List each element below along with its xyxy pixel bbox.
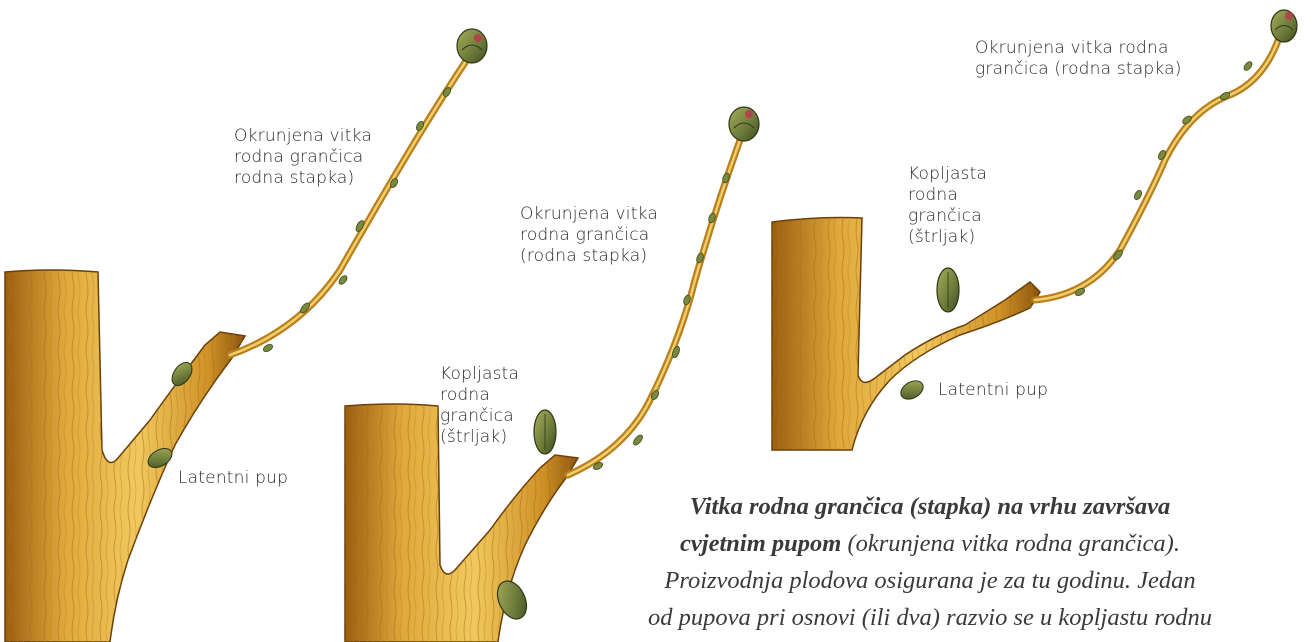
label-line: rodna grančica: [234, 147, 372, 168]
label-line: rodna: [908, 185, 987, 206]
caption-emphasis: cvjetnim pupom: [680, 530, 841, 557]
caption: Vitka rodna grančica (stapka) na vrhu za…: [560, 488, 1300, 636]
label-line: (rodna stapka): [520, 246, 658, 267]
label-fig3-spur: Kopljasta rodna grančica (štrljak): [908, 164, 987, 248]
label-fig3-latent-bud: Latentni pup: [938, 380, 1048, 401]
label-fig1-latent-bud: Latentni pup: [178, 468, 288, 489]
label-line: grančica (rodna stapka): [975, 59, 1182, 80]
caption-text: (okrunjena vitka rodna grančica).: [841, 530, 1180, 557]
spur-bud-icon: [534, 410, 556, 454]
stem-1: [230, 58, 468, 355]
flower-bud-icon: [1271, 10, 1297, 42]
label-line: Okrunjena vitka rodna: [975, 38, 1182, 59]
label-line: Latentni pup: [938, 380, 1048, 401]
label-line: rodna grančica: [520, 225, 658, 246]
latent-bud-icon: [898, 377, 927, 403]
label-line: rodna stapka): [234, 168, 372, 189]
label-line: Kopljasta: [908, 164, 987, 185]
caption-line-3: Proizvodnja plodova osigurana je za tu g…: [560, 562, 1300, 599]
label-line: (štrljak): [440, 427, 519, 448]
label-line: grančica: [908, 206, 987, 227]
label-fig1-crowned-stem: Okrunjena vitka rodna grančica rodna sta…: [234, 126, 372, 189]
label-line: grančica: [440, 406, 519, 427]
label-fig3-crowned-stem: Okrunjena vitka rodna grančica (rodna st…: [975, 38, 1182, 80]
label-line: Okrunjena vitka: [520, 204, 658, 225]
label-fig2-crowned-stem: Okrunjena vitka rodna grančica (rodna st…: [520, 204, 658, 267]
flower-bud-icon: [729, 107, 759, 141]
flower-bud-icon: [457, 29, 487, 63]
caption-line-2: cvjetnim pupom (okrunjena vitka rodna gr…: [560, 525, 1300, 562]
caption-line-4: od pupova pri osnovi (ili dva) razvio se…: [560, 599, 1300, 636]
spur-bud-icon: [937, 268, 959, 312]
label-line: Kopljasta: [440, 364, 519, 385]
label-fig2-spur: Kopljasta rodna grančica (štrljak): [440, 364, 519, 448]
stem-2: [568, 140, 740, 475]
label-line: rodna: [440, 385, 519, 406]
label-line: Latentni pup: [178, 468, 288, 489]
label-line: (štrljak): [908, 227, 987, 248]
caption-emphasis: Vitka rodna grančica (stapka) na vrhu za…: [690, 493, 1171, 520]
caption-line-1: Vitka rodna grančica (stapka) na vrhu za…: [560, 488, 1300, 525]
label-line: Okrunjena vitka: [234, 126, 372, 147]
